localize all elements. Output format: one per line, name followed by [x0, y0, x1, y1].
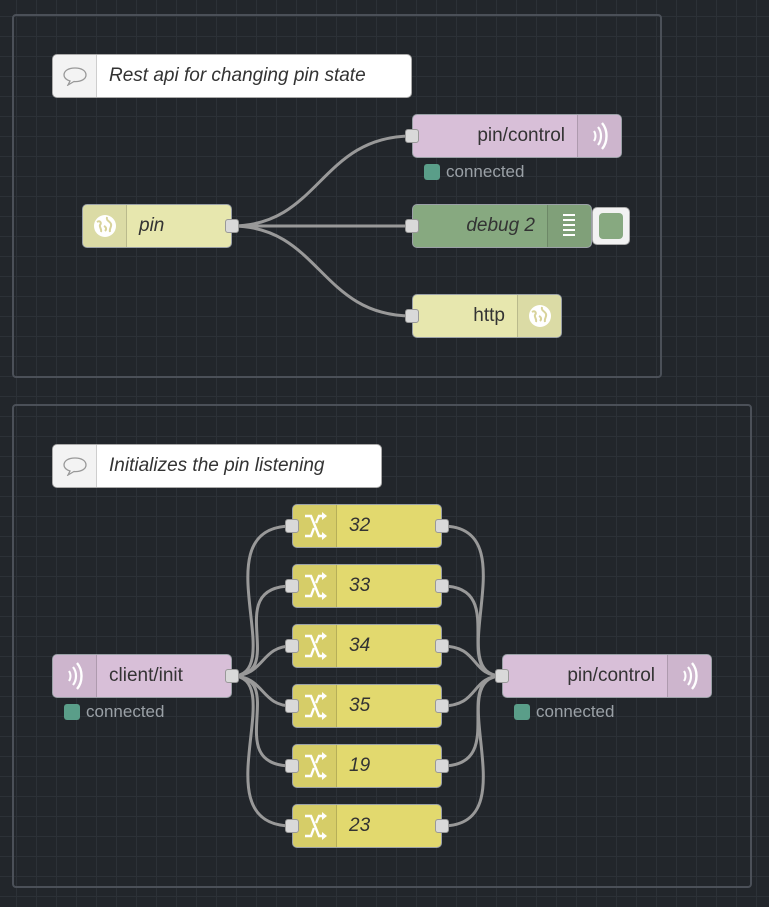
input-port[interactable]: [285, 819, 299, 833]
wireless-signal-icon: [53, 655, 97, 697]
speech-bubble-icon: [53, 55, 97, 97]
switch-node[interactable]: 32: [292, 504, 442, 548]
node-label: debug 2: [466, 215, 535, 236]
node-label: http: [473, 305, 505, 326]
switch-node[interactable]: 23: [292, 804, 442, 848]
output-port[interactable]: [225, 669, 239, 683]
comment-label: Rest api for changing pin state: [109, 65, 366, 86]
speech-bubble-icon: [53, 445, 97, 487]
shuffle-icon: [293, 625, 337, 667]
mqtt-out-node-bottom[interactable]: pin/control: [502, 654, 712, 698]
input-port[interactable]: [285, 699, 299, 713]
output-port[interactable]: [435, 759, 449, 773]
input-port[interactable]: [285, 639, 299, 653]
debug-node[interactable]: debug 2: [412, 204, 592, 248]
input-port[interactable]: [405, 129, 419, 143]
debug-toggle-button[interactable]: [592, 207, 630, 245]
input-port[interactable]: [285, 759, 299, 773]
status-indicator: connected: [424, 162, 524, 182]
shuffle-icon: [293, 685, 337, 727]
mqtt-in-node[interactable]: client/init: [52, 654, 232, 698]
input-port[interactable]: [405, 219, 419, 233]
status-text: connected: [536, 702, 615, 721]
output-port[interactable]: [435, 639, 449, 653]
globe-icon: [83, 205, 127, 247]
input-port[interactable]: [285, 579, 299, 593]
globe-icon: [517, 295, 561, 337]
switch-node[interactable]: 19: [292, 744, 442, 788]
shuffle-icon: [293, 505, 337, 547]
switch-node[interactable]: 33: [292, 564, 442, 608]
node-label: 23: [349, 815, 371, 836]
node-label: 19: [349, 755, 371, 776]
input-port[interactable]: [495, 669, 509, 683]
comment-label: Initializes the pin listening: [109, 455, 325, 476]
output-port[interactable]: [225, 219, 239, 233]
status-dot: [64, 704, 80, 720]
status-dot: [514, 704, 530, 720]
list-lines-icon: [547, 205, 591, 247]
output-port[interactable]: [435, 579, 449, 593]
input-port[interactable]: [405, 309, 419, 323]
group-rest-api[interactable]: [12, 14, 662, 378]
node-label: 32: [349, 515, 371, 536]
switch-node[interactable]: 35: [292, 684, 442, 728]
http-response-node[interactable]: http: [412, 294, 562, 338]
node-label: 35: [349, 695, 371, 716]
switch-node[interactable]: 34: [292, 624, 442, 668]
shuffle-icon: [293, 805, 337, 847]
status-indicator: connected: [514, 702, 614, 722]
output-port[interactable]: [435, 699, 449, 713]
output-port[interactable]: [435, 519, 449, 533]
wireless-signal-icon: [667, 655, 711, 697]
output-port[interactable]: [435, 819, 449, 833]
status-text: connected: [446, 162, 525, 181]
group-init[interactable]: [12, 404, 752, 888]
input-port[interactable]: [285, 519, 299, 533]
node-label: pin: [139, 215, 165, 236]
status-dot: [424, 164, 440, 180]
http-in-node-pin[interactable]: pin: [82, 204, 232, 248]
comment-node-init[interactable]: Initializes the pin listening: [52, 444, 382, 488]
status-indicator: connected: [64, 702, 164, 722]
shuffle-icon: [293, 745, 337, 787]
node-label: pin/control: [567, 665, 655, 686]
node-label: pin/control: [477, 125, 565, 146]
node-label: client/init: [109, 665, 183, 686]
node-label: 33: [349, 575, 371, 596]
mqtt-out-node-top[interactable]: pin/control: [412, 114, 622, 158]
comment-node-rest[interactable]: Rest api for changing pin state: [52, 54, 412, 98]
wireless-signal-icon: [577, 115, 621, 157]
status-text: connected: [86, 702, 165, 721]
node-label: 34: [349, 635, 371, 656]
shuffle-icon: [293, 565, 337, 607]
